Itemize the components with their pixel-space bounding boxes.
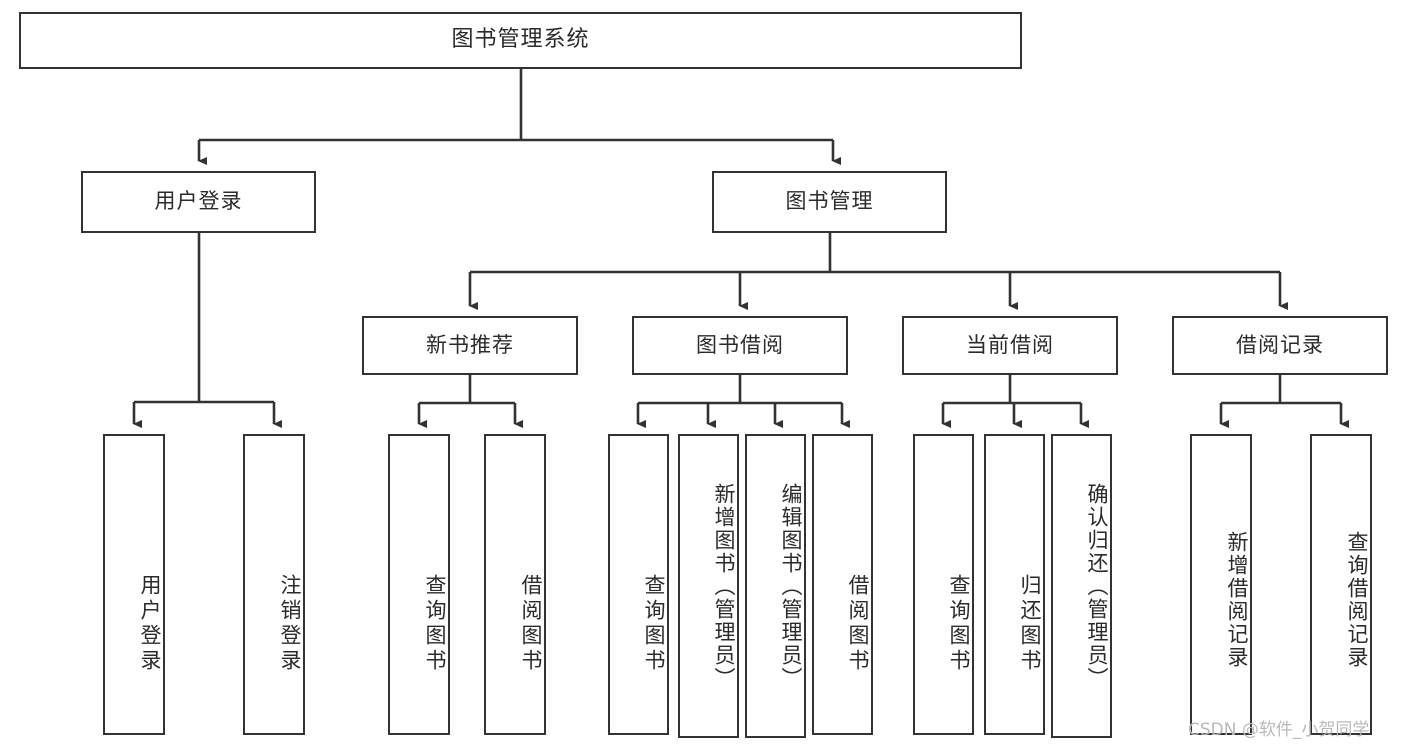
node-leaf-borrow-book[interactable]: 借阅图书 [812, 434, 873, 735]
node-label: 图书管理 [785, 189, 874, 214]
node-leaf-borrow-book-newbook[interactable]: 借阅图书 [484, 434, 546, 735]
node-label: 注销登录 [278, 573, 302, 674]
node-leaf-return-book[interactable]: 归还图书 [984, 434, 1045, 735]
node-book-management[interactable]: 图书管理 [712, 171, 947, 233]
node-label: 确认归还（管理员） [1085, 482, 1109, 690]
node-label: 编辑图书（管理员） [779, 482, 803, 690]
node-label: 归还图书 [1018, 573, 1042, 674]
node-leaf-user-login[interactable]: 用户登录 [103, 434, 165, 735]
node-label: 新增图书（管理员） [712, 482, 736, 690]
node-label: 借阅图书 [519, 573, 543, 674]
node-new-book-recommend[interactable]: 新书推荐 [362, 316, 578, 375]
node-leaf-edit-book-admin[interactable]: 编辑图书（管理员） [745, 434, 806, 738]
node-label: 图书管理系统 [451, 27, 590, 53]
node-current-borrow[interactable]: 当前借阅 [902, 316, 1118, 375]
node-label: 借阅记录 [1236, 332, 1324, 357]
node-root-book-management-system[interactable]: 图书管理系统 [19, 12, 1022, 69]
node-label: 查询借阅记录 [1345, 530, 1369, 669]
node-leaf-logout[interactable]: 注销登录 [243, 434, 305, 735]
node-label: 借阅图书 [846, 573, 870, 674]
node-label: 新书推荐 [426, 332, 514, 357]
node-label: 图书借阅 [696, 332, 784, 357]
node-leaf-query-book-newbook[interactable]: 查询图书 [388, 434, 450, 735]
node-leaf-add-borrow-record[interactable]: 新增借阅记录 [1190, 434, 1252, 735]
node-leaf-query-borrow-record[interactable]: 查询借阅记录 [1310, 434, 1372, 735]
node-borrow-record[interactable]: 借阅记录 [1172, 316, 1388, 375]
node-label: 查询图书 [642, 573, 666, 674]
node-label: 当前借阅 [966, 332, 1054, 357]
node-label: 新增借阅记录 [1225, 530, 1249, 669]
node-label: 用户登录 [138, 573, 162, 674]
node-label: 查询图书 [423, 573, 447, 674]
node-label: 查询图书 [947, 573, 971, 674]
node-leaf-query-book-borrow[interactable]: 查询图书 [608, 434, 669, 735]
node-user-login[interactable]: 用户登录 [81, 171, 316, 233]
node-leaf-query-book-current[interactable]: 查询图书 [913, 434, 974, 735]
csdn-watermark: CSDN @软件_小贺同学 [1188, 720, 1370, 740]
node-book-borrow[interactable]: 图书借阅 [632, 316, 848, 375]
node-leaf-add-book-admin[interactable]: 新增图书（管理员） [678, 434, 739, 738]
node-leaf-confirm-return-admin[interactable]: 确认归还（管理员） [1051, 434, 1112, 738]
node-label: 用户登录 [154, 189, 243, 214]
